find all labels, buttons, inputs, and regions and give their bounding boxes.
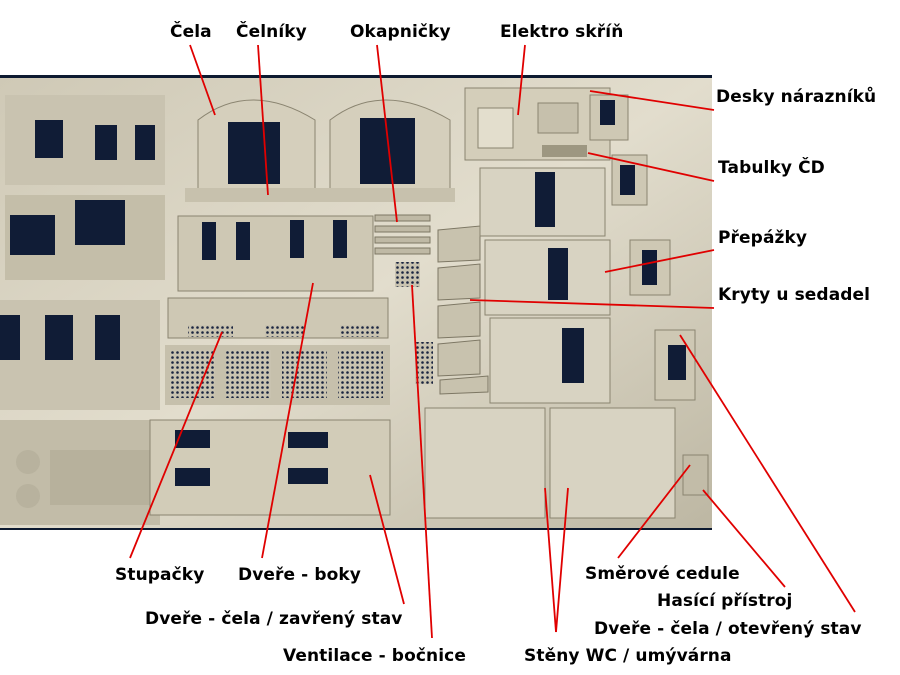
label-okapnicky: Okapničky bbox=[350, 22, 451, 42]
end-doors-closed bbox=[149, 419, 391, 516]
leader-elektro bbox=[517, 44, 526, 116]
leader-smerove bbox=[617, 464, 691, 559]
leader-tabulky bbox=[587, 152, 715, 182]
label-prepazky: Přepážky bbox=[718, 228, 808, 248]
label-steny-wc: Stěny WC / umývárna bbox=[524, 646, 732, 666]
leader-dvere-cela-otevreny bbox=[679, 334, 856, 613]
vent-strip bbox=[415, 342, 433, 384]
label-hasici-pristroj: Hasící přístroj bbox=[657, 591, 793, 611]
label-kryty-u-sedadel: Kryty u sedadel bbox=[718, 285, 871, 305]
label-desky-narazniku: Desky nárazníků bbox=[716, 87, 877, 107]
label-stupacky: Stupačky bbox=[115, 565, 205, 585]
label-cela: Čela bbox=[170, 22, 212, 42]
left-side-panels bbox=[0, 95, 165, 525]
label-smerove-cedule: Směrové cedule bbox=[585, 564, 740, 584]
label-celniky: Čelníky bbox=[236, 22, 307, 42]
label-tabulky-cd: Tabulky ČD bbox=[718, 158, 825, 178]
label-elektro-skrin: Elektro skříň bbox=[500, 22, 624, 42]
label-dvere-cela-otevreny: Dveře - čela / otevřený stav bbox=[594, 619, 862, 639]
leader-prepazky bbox=[604, 249, 715, 273]
leader-okapnicky bbox=[376, 44, 398, 223]
leader-celniky bbox=[257, 44, 269, 196]
leader-kryty bbox=[469, 299, 715, 309]
seat-covers bbox=[437, 225, 489, 395]
leader-dvere-boky bbox=[261, 282, 314, 559]
leader-desky-1 bbox=[589, 90, 715, 111]
label-dvere-cela-zavreny: Dveře - čela / zavřený stav bbox=[145, 609, 403, 629]
step-plates bbox=[165, 297, 390, 405]
label-dvere-boky: Dveře - boky bbox=[238, 565, 361, 585]
end-walls bbox=[185, 99, 455, 202]
leader-cela bbox=[189, 44, 216, 116]
drip-rails bbox=[374, 214, 431, 255]
side-doors bbox=[177, 215, 374, 292]
label-ventilace-bocnice: Ventilace - bočnice bbox=[283, 646, 466, 666]
leader-dvere-cela-zavreny bbox=[369, 474, 405, 605]
right-panels bbox=[424, 87, 709, 519]
leader-ventilace bbox=[411, 284, 433, 639]
leader-stupacky bbox=[129, 331, 223, 559]
leader-steny-1 bbox=[544, 487, 557, 633]
leader-hasici bbox=[702, 489, 786, 588]
leader-steny-2 bbox=[555, 487, 569, 633]
vent-grill bbox=[395, 262, 420, 287]
